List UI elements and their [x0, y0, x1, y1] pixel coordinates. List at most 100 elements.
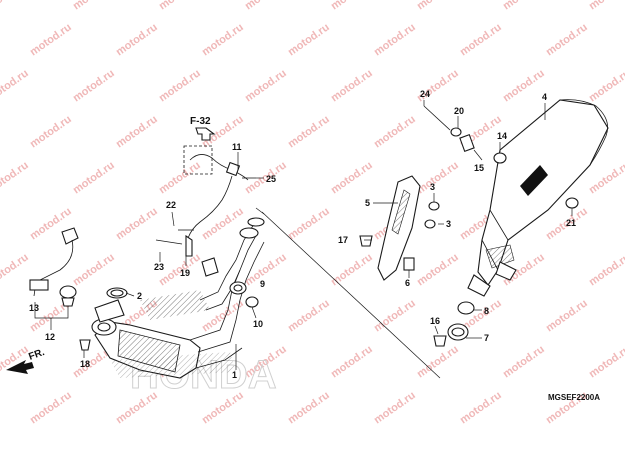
left-o2-sensor — [29, 227, 79, 307]
bolt-part-18 — [79, 339, 91, 351]
callout-16: 16 — [430, 316, 440, 326]
callout-22: 22 — [166, 200, 176, 210]
watermark-text-71: motod.ru — [286, 389, 332, 426]
watermark-text-13: motod.ru — [458, 21, 504, 58]
washer-part-20 — [450, 127, 462, 137]
front-direction-arrow-icon — [6, 360, 34, 374]
watermark-text-2: motod.ru — [157, 0, 203, 12]
callout-4: 4 — [542, 92, 547, 102]
callout-20: 20 — [454, 106, 464, 116]
reference-box — [183, 145, 213, 175]
callout-6: 6 — [405, 278, 410, 288]
watermark-text-27: motod.ru — [372, 113, 418, 150]
watermark-text-5: motod.ru — [415, 0, 461, 12]
watermark-text-64: motod.ru — [329, 343, 375, 380]
muffler — [467, 99, 609, 297]
connection-leader — [261, 211, 441, 379]
reference-indicator: F-32 — [183, 116, 216, 175]
watermark-text-16: motod.ru — [71, 67, 117, 104]
watermark-text-14: motod.ru — [544, 21, 590, 58]
part-6 — [403, 257, 415, 271]
reference-arrow-icon — [195, 127, 216, 141]
watermark-text-15: motod.ru — [0, 67, 31, 104]
watermark-text-10: motod.ru — [200, 21, 246, 58]
watermark-text-40: motod.ru — [200, 205, 246, 242]
part-14 — [493, 152, 507, 164]
watermark-text-30: motod.ru — [0, 159, 31, 196]
watermark-text-59: motod.ru — [544, 297, 590, 334]
watermark-text-67: motod.ru — [587, 343, 625, 380]
callout-9: 9 — [260, 279, 265, 289]
watermark-text-26: motod.ru — [286, 113, 332, 150]
watermark-text-49: motod.ru — [329, 251, 375, 288]
part-21 — [565, 197, 579, 209]
callout-2: 2 — [137, 291, 142, 301]
watermark-text-12: motod.ru — [372, 21, 418, 58]
callout-14: 14 — [497, 131, 507, 141]
watermark-text-17: motod.ru — [157, 67, 203, 104]
watermark-text-48: motod.ru — [243, 251, 289, 288]
callout-11: 11 — [232, 142, 242, 152]
part-3-upper — [428, 201, 440, 211]
watermark-text-3: motod.ru — [243, 0, 289, 12]
watermark-text-1: motod.ru — [71, 0, 117, 12]
diagram-code: MGSEF2200A — [548, 393, 600, 402]
callout-24: 24 — [420, 89, 430, 99]
watermark-text-9: motod.ru — [114, 21, 160, 58]
bolt-part-24 — [423, 105, 451, 131]
watermark-text-66: motod.ru — [501, 343, 547, 380]
watermark-text-56: motod.ru — [286, 297, 332, 334]
watermark-text-32: motod.ru — [157, 159, 203, 196]
watermark-text-19: motod.ru — [329, 67, 375, 104]
callout-12: 12 — [45, 332, 55, 342]
watermark-text-22: motod.ru — [587, 67, 625, 104]
watermark-text-68: motod.ru — [28, 389, 74, 426]
o2-sensor-harness — [185, 154, 249, 257]
callout-25: 25 — [266, 174, 276, 184]
watermark-text-23: motod.ru — [28, 113, 74, 150]
watermark-text-24: motod.ru — [114, 113, 160, 150]
watermark-text-35: motod.ru — [415, 159, 461, 196]
part-19 — [201, 257, 219, 277]
watermark-text-7: motod.ru — [587, 0, 625, 12]
callout-3-upper: 3 — [430, 182, 435, 192]
watermark-text-0: motod.ru — [0, 0, 31, 12]
exhaust-pipe-assembly — [91, 217, 265, 379]
watermark-text-21: motod.ru — [501, 67, 547, 104]
callout-15: 15 — [474, 163, 484, 173]
watermark-text-52: motod.ru — [587, 251, 625, 288]
reference-label: F-32 — [190, 116, 211, 127]
watermark-text-50: motod.ru — [415, 251, 461, 288]
leader-lines — [34, 100, 573, 370]
bolt-part-16 — [433, 335, 447, 347]
watermark-text-6: motod.ru — [501, 0, 547, 12]
watermark-text-57: motod.ru — [372, 297, 418, 334]
collar-part-15 — [459, 134, 475, 152]
watermark-text-60: motod.ru — [0, 343, 31, 380]
callout-labels: 1 2 3 3 4 5 6 7 8 9 10 11 12 13 14 15 16… — [29, 89, 576, 380]
heat-shield — [377, 175, 421, 281]
watermark-text-11: motod.ru — [286, 21, 332, 58]
bolt-part-17 — [359, 235, 373, 247]
watermark-text-34: motod.ru — [329, 159, 375, 196]
watermark-text-18: motod.ru — [243, 67, 289, 104]
watermark-text-37: motod.ru — [587, 159, 625, 196]
bolt-part-23 — [155, 239, 183, 245]
part-9 — [229, 281, 247, 295]
watermark-text-73: motod.ru — [458, 389, 504, 426]
callout-8: 8 — [484, 306, 489, 316]
watermark-text-72: motod.ru — [372, 389, 418, 426]
callout-19: 19 — [180, 268, 190, 278]
watermark-text-39: motod.ru — [114, 205, 160, 242]
watermark-text-31: motod.ru — [71, 159, 117, 196]
watermark-text-45: motod.ru — [0, 251, 31, 288]
direction-label: FR. — [27, 347, 46, 363]
watermark-text-8: motod.ru — [28, 21, 74, 58]
watermark-text-41: motod.ru — [286, 205, 332, 242]
part-3-lower — [424, 219, 436, 229]
callout-5: 5 — [365, 198, 370, 208]
callout-21: 21 — [566, 218, 576, 228]
callout-18: 18 — [80, 359, 90, 369]
